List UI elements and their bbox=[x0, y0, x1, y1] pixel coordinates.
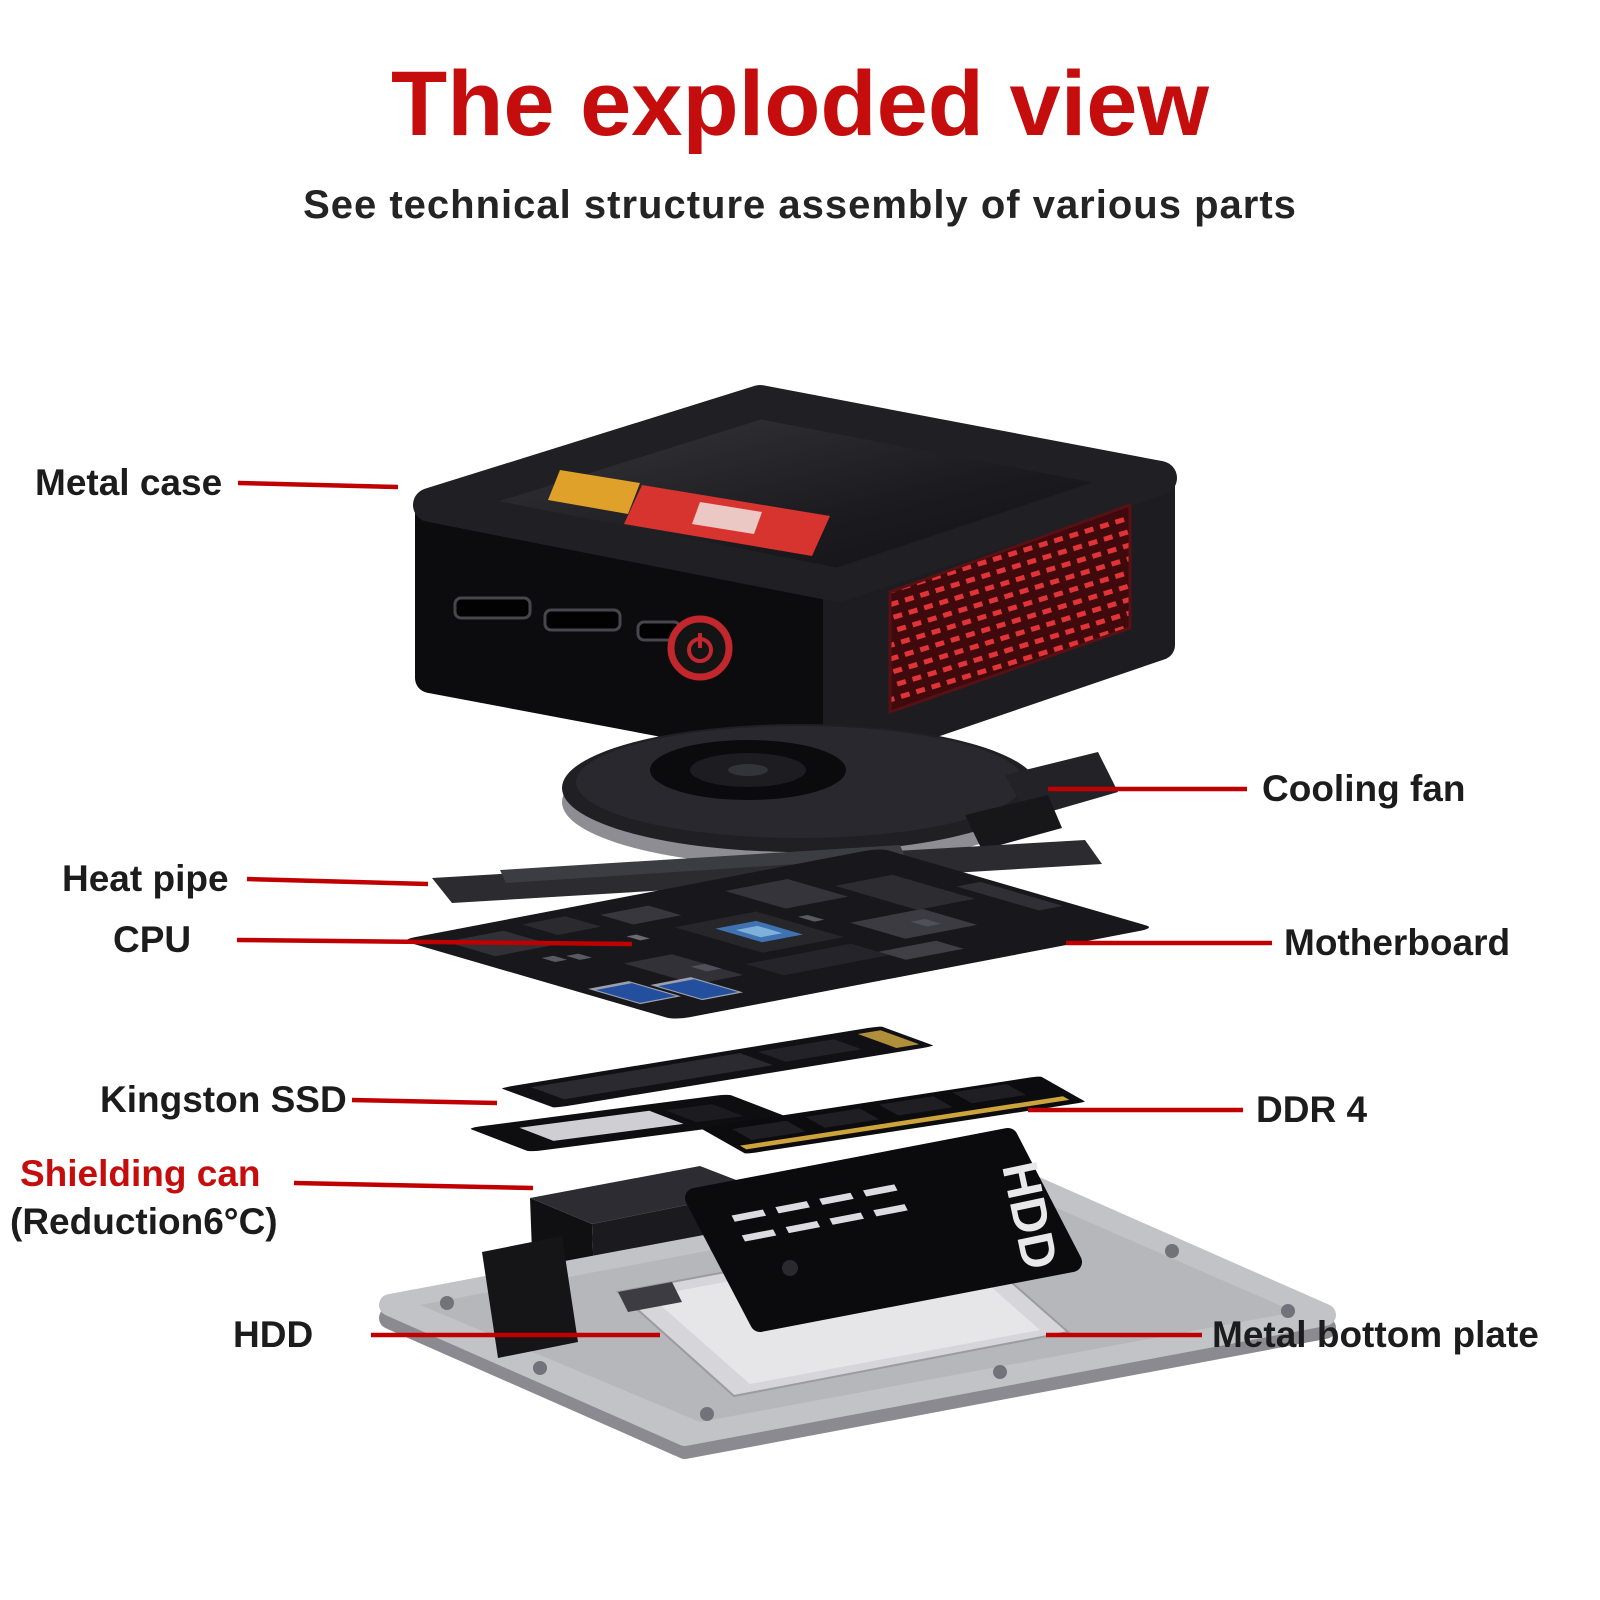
label-kingston-ssd: Kingston SSD bbox=[100, 1079, 347, 1120]
label-metal-case: Metal case bbox=[35, 462, 223, 503]
leader-line-heat-pipe bbox=[246, 876, 429, 887]
ddr4-art bbox=[701, 1076, 1085, 1154]
label-metal-bottom-plate: Metal bottom plate bbox=[1212, 1314, 1539, 1355]
leader-line-cpu bbox=[236, 937, 633, 947]
cpu-art bbox=[674, 911, 845, 953]
case-sticker-white bbox=[692, 502, 762, 534]
leader-line-metal-case bbox=[237, 480, 399, 490]
plate-rail-art bbox=[482, 1236, 578, 1358]
leader-lines bbox=[236, 480, 1272, 1338]
label-shielding-can-note: (Reduction6°C) bbox=[10, 1201, 278, 1242]
page-title: The exploded view bbox=[391, 53, 1209, 155]
label-cooling-fan: Cooling fan bbox=[1262, 768, 1466, 809]
bracket-vent-slots bbox=[731, 1184, 908, 1242]
m2-stick-art bbox=[470, 1094, 788, 1152]
leader-line-shielding-can bbox=[293, 1180, 534, 1191]
case-sticker-yellow bbox=[548, 470, 640, 514]
metal-case-art bbox=[413, 385, 1177, 770]
label-ddr4: DDR 4 bbox=[1256, 1089, 1368, 1130]
page-subtitle: See technical structure assembly of vari… bbox=[303, 183, 1297, 227]
cooling-fan-art bbox=[562, 724, 1118, 866]
usb-port-slot bbox=[543, 608, 622, 632]
case-vent-panel bbox=[888, 502, 1132, 715]
power-button-icon bbox=[667, 615, 733, 681]
label-heat-pipe: Heat pipe bbox=[62, 858, 229, 899]
label-motherboard: Motherboard bbox=[1284, 922, 1511, 963]
motherboard-art bbox=[406, 849, 1149, 1019]
usb-ports-art bbox=[587, 977, 744, 1005]
label-cpu: CPU bbox=[113, 919, 192, 960]
label-hdd: HDD bbox=[233, 1314, 314, 1355]
kingston-ssd-art bbox=[502, 1026, 933, 1108]
leader-line-kingston-ssd bbox=[351, 1097, 498, 1106]
hdd-bracket-art: HDD bbox=[685, 1128, 1082, 1332]
usb-port-slot bbox=[453, 596, 532, 620]
label-shielding-can: Shielding can bbox=[20, 1153, 261, 1194]
